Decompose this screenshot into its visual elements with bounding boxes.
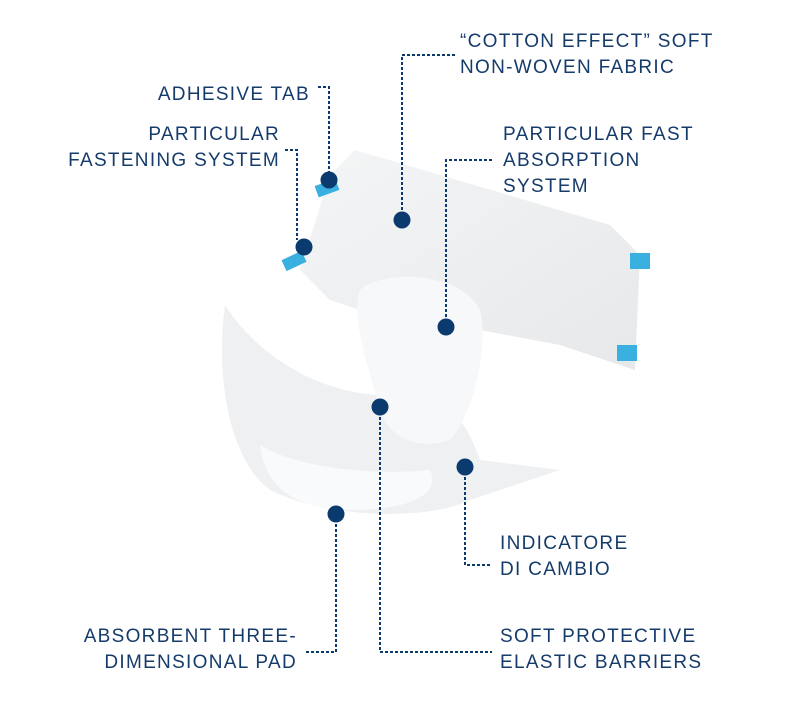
label-line: NON-WOVEN FABRIC (460, 57, 676, 78)
label-fastening-system: PARTICULAR FASTENING SYSTEM (30, 122, 280, 174)
leader-lines (285, 54, 492, 653)
label-line: SYSTEM (503, 176, 589, 197)
label-line: ELASTIC BARRIERS (500, 652, 703, 673)
label-cotton-effect: “COTTON EFFECT” SOFT NON-WOVEN FABRIC (460, 29, 714, 81)
label-line: ADHESIVE TAB (157, 84, 310, 105)
diaper-inner-pad (357, 276, 483, 444)
label-absorbent-pad: ABSORBENT THREE- DIMENSIONAL PAD (40, 624, 297, 676)
label-fast-absorption: PARTICULAR FAST ABSORPTION SYSTEM (503, 122, 694, 200)
diaper-front-pad (260, 445, 433, 510)
label-change-indicator: INDICATORE DI CAMBIO (500, 531, 628, 583)
callout-dots (295, 171, 474, 523)
label-line: INDICATORE (500, 533, 629, 554)
label-line: ABSORPTION (503, 150, 641, 171)
label-line: “COTTON EFFECT” SOFT (460, 31, 714, 52)
label-line: PARTICULAR (148, 124, 280, 145)
label-line: FASTENING SYSTEM (68, 150, 280, 171)
label-line: ABSORBENT THREE- (83, 626, 297, 647)
label-line: DI CAMBIO (500, 559, 611, 580)
label-line: DIMENSIONAL PAD (104, 652, 297, 673)
label-adhesive-tab: ADHESIVE TAB (100, 82, 310, 108)
label-elastic-barriers: SOFT PROTECTIVE ELASTIC BARRIERS (500, 624, 702, 676)
label-line: PARTICULAR FAST (503, 124, 694, 145)
label-line: SOFT PROTECTIVE (500, 626, 697, 647)
